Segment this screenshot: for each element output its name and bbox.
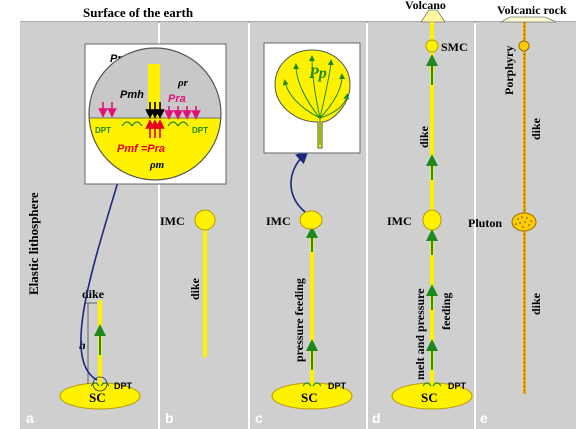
lithosphere-label: Elastic lithosphere xyxy=(26,192,41,295)
dpt-label-d: DPT xyxy=(448,381,467,391)
imc-label-c: IMC xyxy=(266,214,291,228)
dike-label-b: dike xyxy=(188,277,202,300)
porphyry-body xyxy=(518,40,530,52)
smc xyxy=(425,39,439,53)
volcanic-rock-cap xyxy=(499,16,557,23)
volcano-label: Volcano xyxy=(405,0,446,12)
volcanic-rock-label: Volcanic rock xyxy=(497,3,567,17)
inset-eq-bottom: Pmf =Pra xyxy=(117,143,165,155)
sc-label-c: SC xyxy=(301,390,318,405)
panel-d-bg xyxy=(368,22,474,429)
dike-label-d: dike xyxy=(417,125,431,148)
volcano-cone xyxy=(420,9,446,23)
porphyry-label: Porphyry xyxy=(502,46,516,95)
imc-b xyxy=(194,209,216,231)
inset-c-bulb xyxy=(274,49,351,149)
inset-rho-r: ρr xyxy=(177,77,189,89)
feed-label-d2: feeding xyxy=(439,293,453,330)
panel-e: Volcanic rock Porphyry dike Pluton dike xyxy=(468,3,567,394)
inset-dpt-left: DPT xyxy=(95,126,111,135)
feed-label-c: pressure feeding xyxy=(292,278,306,362)
surface-label: Surface of the earth xyxy=(83,5,194,20)
panel-letter-b: b xyxy=(165,410,174,426)
dike-label-e-upper: dike xyxy=(529,117,543,140)
panel-letter-c: c xyxy=(255,410,263,426)
panel-b: IMC dike xyxy=(160,209,216,357)
pluton-body xyxy=(511,212,537,232)
feed-label-d1: melt and pressure xyxy=(413,288,427,380)
inset-pmh: Pmh xyxy=(120,89,144,101)
inset-rho-m: ρm xyxy=(149,159,165,171)
imc-label-b: IMC xyxy=(160,214,185,228)
sc-label: SC xyxy=(89,390,106,405)
zoom-arrow-c xyxy=(290,150,309,213)
pluton-label: Pluton xyxy=(468,216,502,230)
imc-label-d: IMC xyxy=(387,214,412,228)
sc-label-d: SC xyxy=(421,390,438,405)
panel-d: Volcano SC SMC IMC dike melt and pressur… xyxy=(387,0,473,410)
imc-c xyxy=(299,210,323,230)
dpt-label-c: DPT xyxy=(328,381,347,391)
dike-b xyxy=(203,226,207,357)
inset-c-pp: Pp xyxy=(308,65,327,82)
dpt-label-a: DPT xyxy=(114,381,133,391)
dike-e xyxy=(523,22,526,394)
inset-pra: Pra xyxy=(168,93,186,105)
dike-d xyxy=(430,22,434,386)
imc-d xyxy=(422,209,442,231)
dike-label-e-lower: dike xyxy=(529,292,543,315)
h-label: h xyxy=(79,338,86,352)
inset-dpt-right: DPT xyxy=(192,126,208,135)
panel-letter-e: e xyxy=(480,410,488,426)
panel-a: SC dike h DPT Pp=Pmf -Pmh ρr Pmh Pra xyxy=(59,43,227,410)
panel-letter-d: d xyxy=(372,410,381,426)
panel-c: SC IMC pressure feeding DPT Pp xyxy=(263,42,361,410)
smc-label: SMC xyxy=(441,40,468,54)
dike-c xyxy=(310,226,314,386)
zoom-arrow-a xyxy=(80,168,125,381)
panel-letter-a: a xyxy=(26,410,34,426)
